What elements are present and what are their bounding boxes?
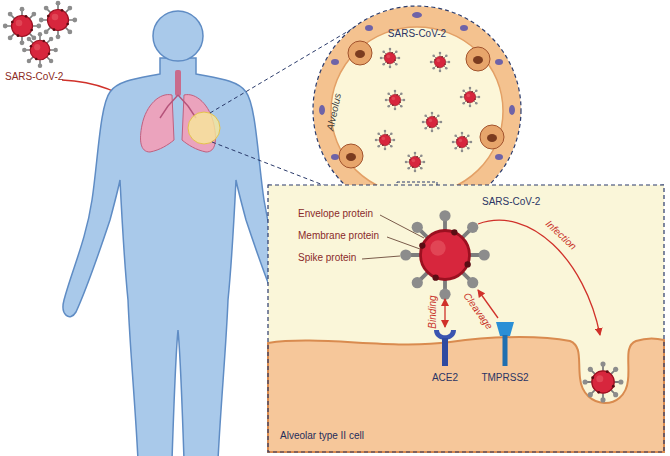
cell-label: Alveolar type II cell [280,430,364,442]
bronchi [160,95,196,118]
trachea [175,70,181,96]
label-holder: SARS-CoV-2 [5,71,63,83]
alveolar-cell [268,337,664,452]
protease-label: TMPRSS2 [481,372,528,384]
human-body [63,58,293,456]
virus-particle [460,87,480,107]
virus-particle [422,112,442,132]
virus-particle [3,7,41,45]
virus-particle [400,210,490,300]
infection-arrow [478,220,600,335]
alveolar-wall [313,6,521,214]
virus-particle [452,132,472,152]
virus-label: SARS-CoV-2 [482,196,540,208]
step-label: Cleavage [461,290,495,331]
part-label: Membrane protein [298,230,379,242]
ace2-receptor [442,338,448,366]
lung [141,95,174,152]
virus-particle [380,48,400,68]
inset-panel [268,185,664,452]
virus-particle [583,362,624,403]
virus-particle [39,1,77,39]
label-holder: Cleavage [461,290,495,331]
label-holder: Alveolar type II cell [280,430,364,442]
label-holder: Spike protein [298,252,356,264]
virus-label: SARS-CoV-2 [5,71,63,83]
label-holder: SARS-CoV-2 [482,196,540,208]
virus-particle [385,90,405,110]
virus-particle [430,52,450,72]
type-ii-cell [339,41,504,168]
virus-particle [405,152,425,172]
region-label: Alveolus [324,92,343,131]
label-holder: Envelope protein [298,208,373,220]
alveolar-space [331,27,503,195]
step-label: Infection [543,218,578,252]
label-holder: TMPRSS2 [481,372,528,384]
lung-highlight [188,112,220,144]
part-label: Envelope protein [298,208,373,220]
virus-particle [375,130,395,150]
type-i-cell-nuclei [319,12,515,208]
part-label: Spike protein [298,252,356,264]
virus-particle [22,32,58,68]
label-holder: ACE2 [432,372,458,384]
tmprss2-protease [496,322,514,336]
alveolus-view [313,6,521,214]
binding-arrow [444,299,445,327]
human-head [153,11,203,61]
label-holder: Alveolus [324,92,343,131]
label-holder: Binding [427,295,439,328]
receptor-label: ACE2 [432,372,458,384]
tmprss2-protease [503,335,508,366]
inset-border [268,185,664,452]
label-holder: Membrane protein [298,230,379,242]
label-holder: Infection [543,218,578,252]
step-label: Binding [427,295,439,328]
label-holder: SARS-CoV-2 [388,28,446,40]
zoom-circle [313,6,521,214]
virus-label: SARS-CoV-2 [388,28,446,40]
